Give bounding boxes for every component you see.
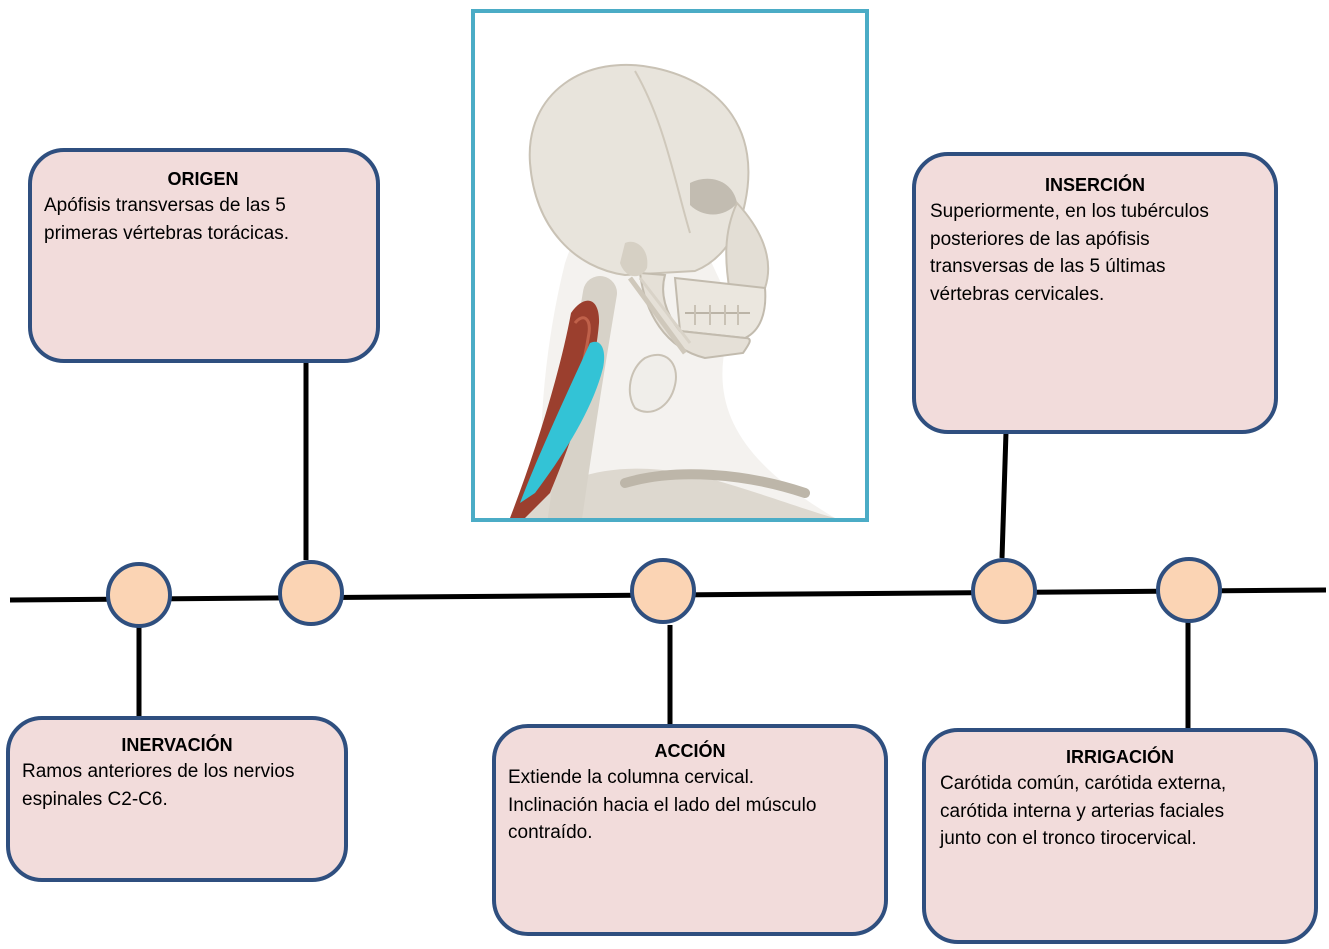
box-origen-title: ORIGEN <box>44 166 362 192</box>
box-insercion-line-4: vértebras cervicales. <box>930 281 1260 309</box>
box-origen: ORIGEN Apófisis transversas de las 5 pri… <box>28 148 380 363</box>
box-accion-title: ACCIÓN <box>508 738 872 764</box>
box-insercion-line-1: Superiormente, en los tubérculos <box>930 198 1260 226</box>
box-inervacion-line-1: Ramos anteriores de los nervios <box>22 758 332 786</box>
timeline-node-inervacion <box>106 562 172 628</box>
box-inervacion: INERVACIÓN Ramos anteriores de los nervi… <box>6 716 348 882</box>
timeline-node-accion <box>630 558 696 624</box>
timeline-node-insercion <box>971 558 1037 624</box>
box-inervacion-line-2: espinales C2-C6. <box>22 786 332 814</box>
box-insercion-line-2: posteriores de las apófisis <box>930 226 1260 254</box>
box-inervacion-title: INERVACIÓN <box>22 732 332 758</box>
box-accion-line-2: Inclinación hacia el lado del músculo <box>508 792 872 820</box>
anatomy-image-frame <box>471 9 869 522</box>
box-irrigacion-line-1: Carótida común, carótida externa, <box>940 770 1300 798</box>
neck-anatomy-illustration <box>475 13 865 518</box>
box-irrigacion-line-2: carótida interna y arterias faciales <box>940 798 1300 826</box>
box-accion-line-3: contraído. <box>508 819 872 847</box>
connector-insercion <box>1002 432 1006 558</box>
box-irrigacion-title: IRRIGACIÓN <box>940 744 1300 770</box>
timeline-node-origen <box>278 560 344 626</box>
box-accion-line-1: Extiende la columna cervical. <box>508 764 872 792</box>
box-irrigacion-line-3: junto con el tronco tirocervical. <box>940 825 1300 853</box>
box-insercion-title: INSERCIÓN <box>930 172 1260 198</box>
box-insercion-line-3: transversas de las 5 últimas <box>930 253 1260 281</box>
box-insercion: INSERCIÓN Superiormente, en los tubércul… <box>912 152 1278 434</box>
timeline-node-irrigacion <box>1156 557 1222 623</box>
box-accion: ACCIÓN Extiende la columna cervical. Inc… <box>492 724 888 936</box>
box-irrigacion: IRRIGACIÓN Carótida común, carótida exte… <box>922 728 1318 944</box>
box-origen-line-1: Apófisis transversas de las 5 <box>44 192 362 220</box>
box-origen-line-2: primeras vértebras torácicas. <box>44 220 362 248</box>
